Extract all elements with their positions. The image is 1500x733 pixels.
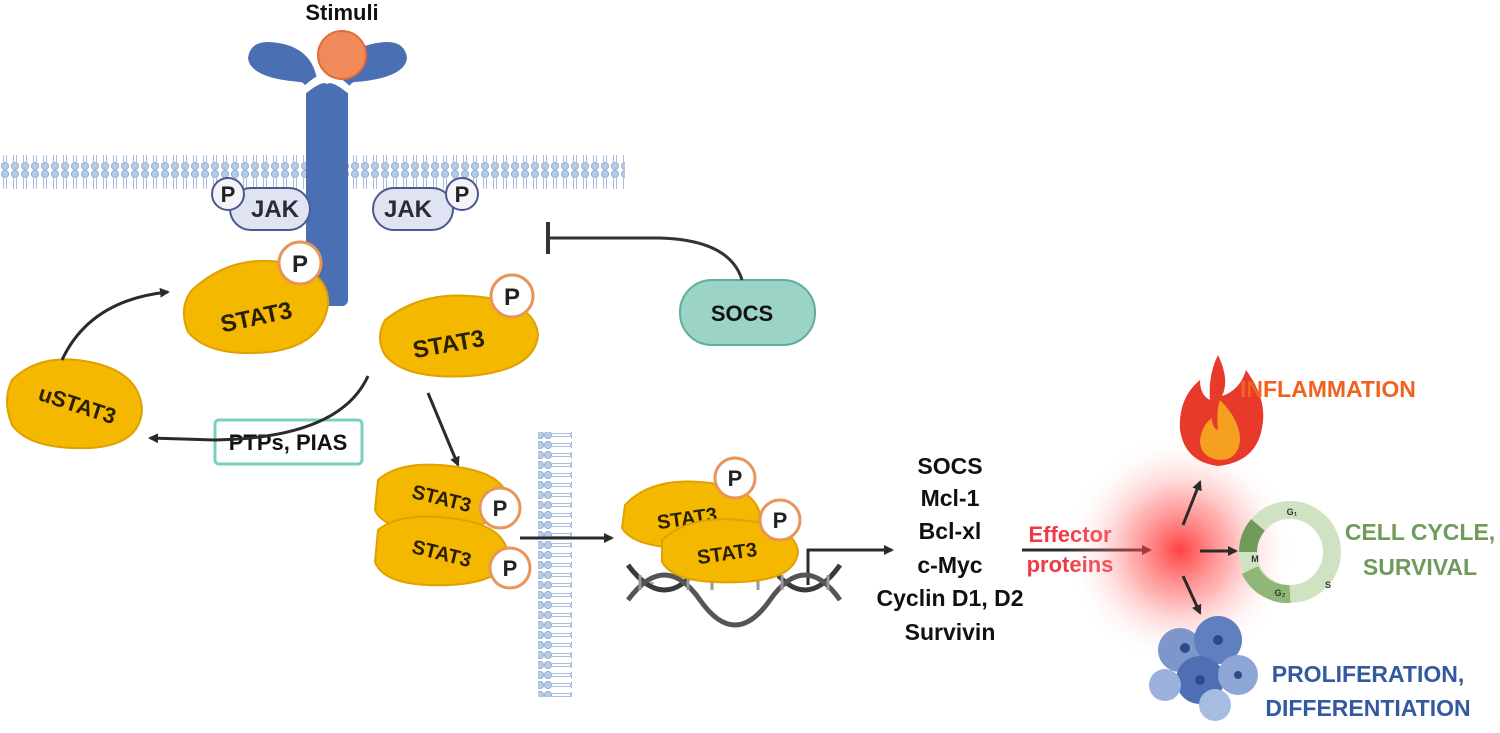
phase-g2: G₂ bbox=[1275, 588, 1286, 598]
arrow-dimerization bbox=[426, 392, 460, 467]
dimer2-top-phospho bbox=[713, 456, 757, 500]
gene-2: Bcl-xl bbox=[919, 518, 982, 544]
stimuli-label: Stimuli bbox=[305, 0, 378, 25]
cell-cycle-icon: G₁ M G₂ S bbox=[1239, 501, 1341, 604]
stat3-receptor-bound: STAT3 P bbox=[182, 240, 330, 355]
effector-glow bbox=[1065, 435, 1295, 665]
stat3-phosphorylated: STAT3 P bbox=[379, 273, 540, 378]
stat3-bound-phospho bbox=[277, 240, 323, 286]
dimer1-top-phospho bbox=[478, 486, 522, 530]
dimer2-bottom-p-label: P bbox=[773, 508, 788, 533]
cell-cycle-label-2: SURVIVAL bbox=[1363, 554, 1477, 580]
socs-inhibitor: SOCS bbox=[679, 279, 816, 346]
dimer2-top-p-label: P bbox=[728, 466, 743, 491]
jak-right-label: JAK bbox=[384, 196, 433, 223]
socs-label: SOCS bbox=[711, 301, 773, 326]
phase-m: M bbox=[1251, 554, 1259, 564]
socs-inhibition-arrow bbox=[550, 236, 744, 281]
arrow-to-inflammation bbox=[1181, 480, 1202, 526]
inflammation-label: INFLAMMATION bbox=[1240, 376, 1416, 402]
dimer2-bottom-phospho bbox=[758, 498, 802, 542]
target-gene-list: SOCS Mcl-1 Bcl-xl c-Myc Cyclin D1, D2 Su… bbox=[877, 453, 1024, 645]
jak-left-phospho bbox=[211, 177, 245, 211]
jak-left-p-label: P bbox=[221, 182, 236, 207]
gene-3: c-Myc bbox=[917, 552, 982, 578]
arrow-ustat3-to-stat3 bbox=[60, 287, 170, 361]
phase-g1: G₁ bbox=[1287, 507, 1298, 517]
stat3-dimer-cytoplasm: STAT3 P STAT3 P bbox=[373, 463, 532, 590]
gene-5: Survivin bbox=[905, 619, 996, 645]
jak-left: JAK P bbox=[211, 177, 311, 231]
jak-right-p-label: P bbox=[455, 182, 470, 207]
gene-1: Mcl-1 bbox=[921, 485, 980, 511]
stat3-free-phospho bbox=[489, 273, 535, 319]
dimer1-top-p-label: P bbox=[493, 496, 508, 521]
cell-cluster-icon bbox=[1149, 616, 1258, 721]
ustat3: uSTAT3 bbox=[6, 358, 144, 450]
stat3-dimer-nucleus: STAT3 P STAT3 P bbox=[620, 456, 802, 584]
stat3-bound-p-label: P bbox=[292, 251, 308, 278]
dimer1-bottom-phospho bbox=[488, 546, 532, 590]
gene-4: Cyclin D1, D2 bbox=[877, 585, 1024, 611]
ptps-pias-label: PTPs, PIAS bbox=[229, 430, 348, 455]
arrow-dephosphorylation bbox=[148, 375, 370, 444]
stimulus-ligand bbox=[317, 30, 367, 80]
phase-s: S bbox=[1325, 580, 1331, 590]
ptps-pias-box: PTPs, PIAS bbox=[213, 418, 364, 466]
arrow-to-proliferation bbox=[1181, 575, 1202, 615]
nuclear-membrane bbox=[538, 432, 572, 697]
dimer1-bottom-p-label: P bbox=[503, 556, 518, 581]
proliferation-label-1: PROLIFERATION, bbox=[1272, 661, 1465, 687]
jak-right: JAK P bbox=[372, 177, 479, 231]
jak-left-label: JAK bbox=[251, 196, 300, 223]
jak-right-phospho bbox=[445, 177, 479, 211]
cell-cycle-label-1: CELL CYCLE, bbox=[1345, 519, 1495, 545]
stat3-free-p-label: P bbox=[504, 284, 520, 311]
gene-0: SOCS bbox=[917, 453, 982, 479]
proliferation-label-2: DIFFERENTIATION bbox=[1265, 695, 1470, 721]
flame-icon bbox=[1179, 355, 1264, 466]
